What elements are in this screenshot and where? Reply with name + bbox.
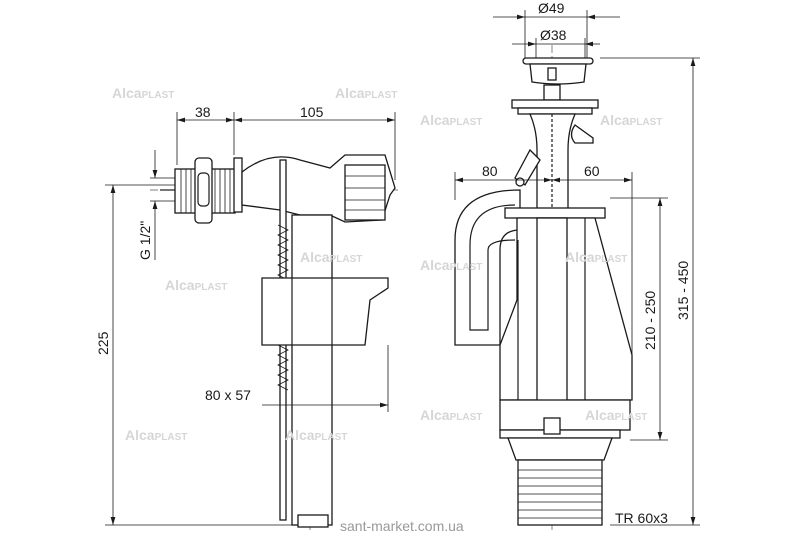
svg-text:AlcaPLAST: AlcaPLAST: [112, 85, 174, 101]
svg-text:AlcaPLAST: AlcaPLAST: [420, 407, 482, 423]
fill-valve: [150, 154, 400, 530]
svg-text:AlcaPLAST: AlcaPLAST: [420, 112, 482, 128]
flush-valve: [454, 45, 633, 530]
svg-text:AlcaPLAST: AlcaPLAST: [125, 427, 187, 443]
dim-315-450: 315 - 450: [675, 261, 691, 320]
svg-text:AlcaPLAST: AlcaPLAST: [335, 85, 397, 101]
dim-225: 225: [95, 331, 111, 355]
dim-d38: Ø38: [540, 27, 567, 43]
svg-text:AlcaPLAST: AlcaPLAST: [600, 112, 662, 128]
dim-g-thread: G 1/2": [137, 221, 153, 260]
dim-60: 60: [584, 163, 600, 179]
fill-valve-dimensions: [105, 112, 396, 526]
dim-38: 38: [195, 104, 211, 120]
dim-d49: Ø49: [538, 0, 565, 16]
dim-float: 80 x 57: [205, 387, 251, 403]
dim-80: 80: [482, 163, 498, 179]
dim-210-250: 210 - 250: [642, 291, 658, 350]
site-watermark: sant-market.com.ua: [340, 518, 464, 534]
dim-105: 105: [300, 104, 324, 120]
dim-tr-thread: TR 60x3: [615, 510, 668, 526]
flush-valve-dimensions: [454, 10, 700, 526]
svg-text:AlcaPLAST: AlcaPLAST: [165, 277, 227, 293]
